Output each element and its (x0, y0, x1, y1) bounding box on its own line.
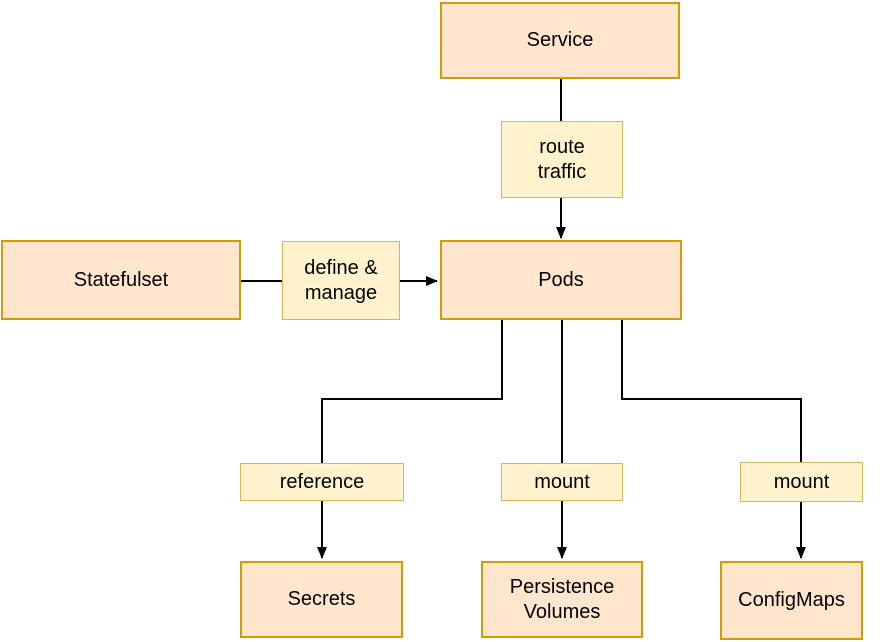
node-pods: Pods (440, 240, 682, 320)
node-secrets-label: Secrets (287, 588, 356, 610)
edge-label-define-manage: define & manage (282, 241, 400, 320)
edge-label-route-traffic: route traffic (501, 121, 623, 198)
edge-label-mount-configmaps: mount (740, 462, 863, 502)
edge-label-mount-configmaps-text: mount (773, 470, 830, 493)
node-statefulset: Statefulset (1, 240, 241, 320)
node-configmaps: ConfigMaps (720, 561, 863, 640)
node-service-label: Service (526, 29, 594, 51)
edge-label-route-traffic-text: route traffic (537, 135, 587, 183)
edge-label-mount-persistence-text: mount (534, 470, 590, 493)
node-secrets: Secrets (240, 561, 403, 638)
node-persistence-volumes: Persistence Volumes (481, 561, 643, 638)
edge-label-define-manage-text: define & manage (304, 256, 378, 304)
edge-label-reference: reference (240, 463, 404, 501)
node-pods-label: Pods (538, 268, 584, 291)
edge-pods-secrets (317, 320, 503, 559)
node-configmaps-label: ConfigMaps (738, 589, 845, 611)
edge-pods-configmaps (621, 320, 806, 559)
node-persistence-volumes-label: Persistence Volumes (509, 575, 615, 623)
node-statefulset-label: Statefulset (73, 268, 169, 291)
node-service: Service (440, 2, 680, 79)
edge-label-reference-text: reference (279, 470, 365, 493)
edge-label-mount-persistence: mount (501, 463, 623, 501)
